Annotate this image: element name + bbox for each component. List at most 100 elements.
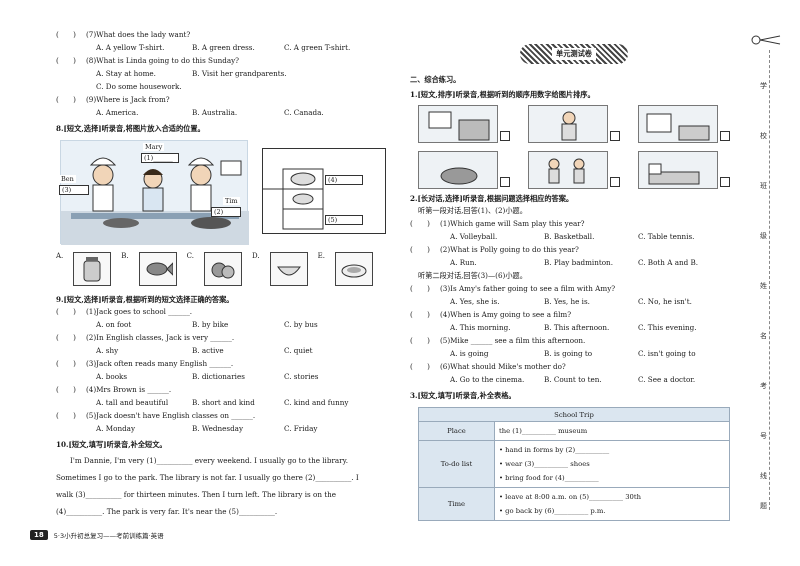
scissors-icon	[751, 35, 781, 45]
order-box[interactable]	[500, 131, 510, 141]
answer-paren[interactable]: ( )	[410, 245, 430, 254]
cloze-line[interactable]: Sometimes I go to the park. The library …	[56, 473, 359, 482]
question-item: ( )(3)Is Amy's father going to see a fil…	[410, 284, 740, 297]
option-c: C. Do some housework.	[96, 82, 182, 91]
section-tag: [长对话,选择]	[417, 193, 463, 203]
bowl-picture[interactable]	[269, 252, 308, 286]
answer-paren[interactable]: ( )	[56, 385, 76, 394]
option-a: A. A yellow T-shirt.	[96, 43, 165, 52]
plate-picture[interactable]	[334, 252, 373, 286]
option-a: A. This morning.	[450, 323, 511, 332]
answer-paren[interactable]: ( )	[410, 284, 430, 293]
order-box[interactable]	[610, 177, 620, 187]
section-10-title: 10. [短文,填写] 听录音,补全短文。	[56, 437, 394, 452]
unit-test-banner: 单元测试卷	[520, 44, 628, 64]
blank-5[interactable]: (5)	[325, 215, 363, 225]
blank-line[interactable]: the (1)__________ museum	[499, 427, 588, 435]
fruit-icon	[211, 262, 235, 279]
question-item: ( )(2)In English classes, Jack is very _…	[56, 333, 394, 346]
options-8: A. Stay at home. B. Visit her grandparen…	[56, 69, 394, 82]
order-box[interactable]	[720, 131, 730, 141]
order-box[interactable]	[610, 131, 620, 141]
cloze-passage: I'm Dannie, I'm very (1)__________ every…	[56, 452, 394, 520]
ordering-pictures	[418, 105, 740, 189]
order-picture	[638, 151, 738, 189]
section-instruction: 听录音,根据听到的顺序用数字给图片排序。	[455, 89, 595, 99]
pic-label-b: B.	[121, 252, 129, 260]
computer-icon	[428, 111, 490, 141]
cloze-line[interactable]: walk (3)__________ for thirteen minutes.…	[56, 490, 337, 499]
blank-line[interactable]: • leave at 8:00 a.m. on (5)__________ 30…	[499, 493, 641, 501]
blank-4[interactable]: (4)	[325, 175, 363, 185]
order-picture	[638, 105, 738, 143]
left-column: ( ) (7)What does the lady want? A. A yel…	[56, 30, 394, 520]
answer-paren[interactable]: ( )	[56, 359, 76, 368]
cloze-line[interactable]: (4)__________. The park is very far. It'…	[56, 507, 278, 516]
side-label: 姓	[760, 280, 767, 292]
right-column: 二、综合练习。 1. [短文,排序] 听录音,根据听到的顺序用数字给图片排序。 …	[410, 72, 740, 521]
option-a: A. Go to the cinema.	[450, 375, 525, 384]
question-item: ( )(2)What is Polly going to do this yea…	[410, 245, 740, 258]
answer-paren[interactable]: ( )	[56, 56, 76, 65]
pic-label-a: A.	[56, 252, 64, 260]
blank-line[interactable]: • hand in forms by (2)__________	[499, 446, 610, 454]
part-2-title: 二、综合练习。	[410, 74, 461, 84]
option-a: A. books	[96, 372, 128, 381]
fruit-picture[interactable]	[204, 252, 242, 286]
jar-icon	[83, 257, 101, 282]
blank-line[interactable]: • go back by (6)__________ p.m.	[499, 507, 606, 515]
option-c: C. Canada.	[284, 108, 324, 117]
room-icon	[646, 113, 710, 141]
option-b: B. by bike	[192, 320, 229, 329]
option-b: B. active	[192, 346, 224, 355]
question-7: ( ) (7)What does the lady want?	[56, 30, 394, 43]
label-tim: Tim	[223, 197, 240, 205]
option-c: C. stories	[284, 372, 319, 381]
answer-paren[interactable]: ( )	[410, 219, 430, 228]
options-7: A. A yellow T-shirt. B. A green dress. C…	[56, 43, 394, 56]
answer-paren[interactable]: ( )	[410, 362, 430, 371]
kitchen-scene-illustration: Mary (1)______ Ben (3) Tim (2) (4) (5)	[56, 136, 396, 248]
option-a: A. shy	[96, 346, 119, 355]
pic-label-e: E.	[317, 252, 325, 260]
shelf-picture: (4) (5)	[262, 148, 386, 234]
playground-picture	[528, 151, 608, 189]
question-stem: (8)What is Linda going to do this Sunday…	[86, 56, 240, 65]
answer-paren[interactable]: ( )	[56, 95, 76, 104]
section-instruction: 听录音,补全表格。	[455, 390, 516, 400]
option-b: B. Play badminton.	[544, 258, 613, 267]
answer-paren[interactable]: ( )	[56, 307, 76, 316]
blank-line[interactable]: • bring food for (4)__________	[499, 474, 599, 482]
fish-picture[interactable]	[138, 252, 177, 286]
blank-2[interactable]: (2)	[211, 207, 241, 217]
options-8c: C. Do some housework.	[56, 82, 394, 95]
section-instruction: 听录音,根据听到的短文选择正确的答案。	[101, 294, 234, 304]
options-row: A. Yes, she is.B. Yes, he is.C. No, he i…	[410, 297, 740, 310]
answer-paren[interactable]: ( )	[56, 333, 76, 342]
question-stem: (7)What does the lady want?	[86, 30, 191, 39]
cloze-line[interactable]: I'm Dannie, I'm very (1)__________ every…	[70, 456, 348, 465]
answer-paren[interactable]: ( )	[410, 336, 430, 345]
section-number: 1.	[410, 90, 418, 99]
option-a: A. America.	[96, 108, 139, 117]
blank-3[interactable]: (3)	[59, 185, 89, 195]
row-key-todo: To-do list	[418, 440, 495, 488]
order-box[interactable]	[720, 177, 730, 187]
blank-1[interactable]: (1)______	[141, 153, 179, 163]
option-c: C. A green T-shirt.	[284, 43, 351, 52]
answer-paren[interactable]: ( )	[56, 30, 76, 39]
order-picture	[418, 151, 518, 189]
question-stem: (4)When is Amy going to see a film?	[440, 310, 572, 319]
option-b: B. This afternoon.	[544, 323, 610, 332]
answer-paren[interactable]: ( )	[410, 310, 430, 319]
blank-line[interactable]: • wear (3)__________ shoes	[499, 460, 590, 468]
question-stem: (6)What should Mike's mother do?	[440, 362, 566, 371]
jar-picture[interactable]	[73, 252, 112, 286]
side-label: 线	[760, 470, 767, 482]
options-row: A. Run.B. Play badminton.C. Both A and B…	[410, 258, 740, 271]
picture-options: A. B. C. D. E.	[56, 252, 394, 292]
order-box[interactable]	[500, 177, 510, 187]
answer-paren[interactable]: ( )	[56, 411, 76, 420]
